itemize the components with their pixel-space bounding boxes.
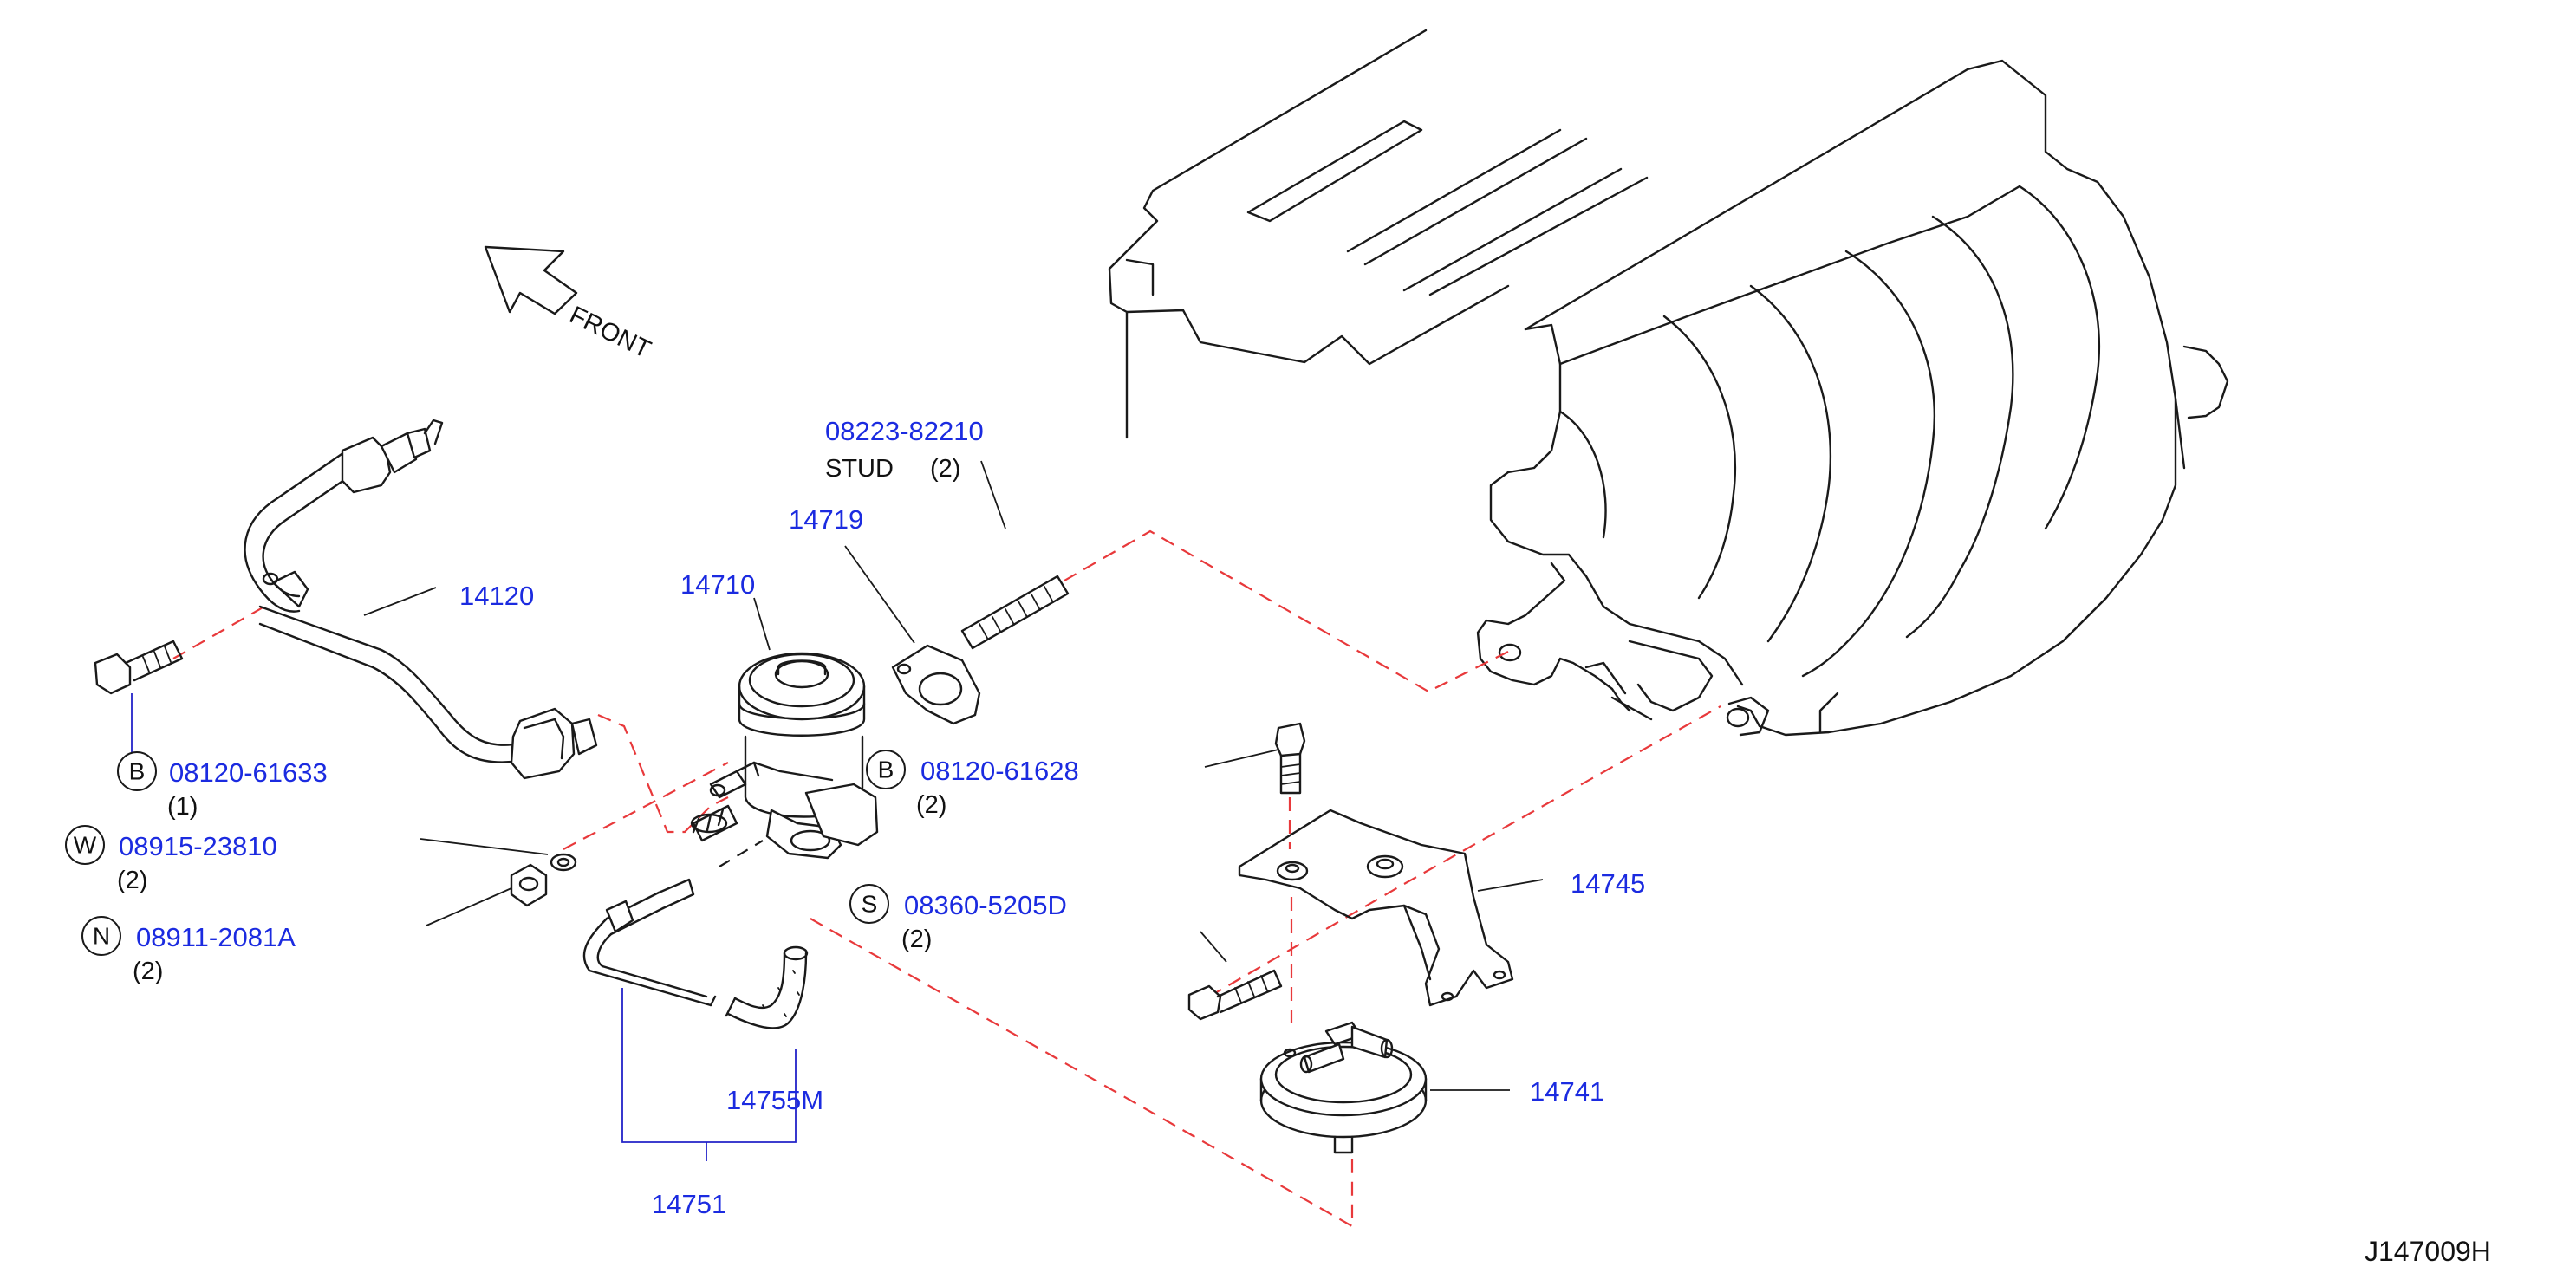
diagram-code: J147009H [2365,1236,2491,1267]
modulator-part-number[interactable]: 14741 [1530,1076,1604,1107]
tube-part-number[interactable]: 14120 [459,581,534,611]
hose-part-number[interactable]: 14755M [726,1085,823,1115]
gasket-drawing [891,644,981,725]
screw-s-qty: (2) [901,926,932,953]
bolt-b1-prefix: B [129,758,146,785]
bracket-drawing [1187,722,1514,1021]
leader-lines [131,460,1544,1161]
bracket-part-number[interactable]: 14745 [1571,868,1645,899]
hose-assy-part-number[interactable]: 14751 [652,1189,726,1219]
washer-qty: (2) [117,867,147,894]
front-label: FRONT [565,302,655,365]
stud-name: STUD [825,455,894,483]
bolt-b2-circle [866,750,906,789]
washer-prefix: W [74,832,97,859]
nut-part-number[interactable]: 08911-2081A [136,922,296,952]
washer-circle [65,825,105,865]
bolt-b2-qty: (2) [916,791,946,819]
bolt-b2-prefix: B [878,757,894,783]
stud-drawing [960,575,1070,650]
egr-valve-drawing [690,652,879,860]
modulator-drawing [1259,1021,1428,1154]
hose-drawing [582,878,809,1029]
washer-nut-drawing [510,853,577,907]
bolt-b1-part-number[interactable]: 08120-61633 [169,757,328,788]
egr-tube-drawing [244,419,598,780]
front-direction-arrow: FRONT [484,245,655,365]
stud-part-number[interactable]: 08223-82210 [825,416,984,446]
stud-qty: (2) [930,455,960,483]
alignment-lines [172,529,1721,1228]
bolt-b1-circle [117,751,157,791]
screw-s-circle [849,884,889,924]
washer-part-number[interactable]: 08915-23810 [119,831,277,861]
screw-s-part-number[interactable]: 08360-5205D [904,890,1067,920]
nut-circle [81,916,121,956]
egr-valve-part-number[interactable]: 14710 [680,569,755,600]
bolt-b1-qty: (1) [167,793,198,821]
bolt-b1-drawing [94,640,184,695]
screw-s-prefix: S [862,891,878,918]
nut-qty: (2) [133,958,163,985]
intake-manifold-drawing [1108,29,2229,737]
labels: 08223-82210 STUD (2) 14719 14710 14120 B… [65,416,2491,1267]
bolt-b2-part-number[interactable]: 08120-61628 [920,756,1079,786]
nut-prefix: N [93,923,110,950]
gasket-part-number[interactable]: 14719 [789,504,863,535]
